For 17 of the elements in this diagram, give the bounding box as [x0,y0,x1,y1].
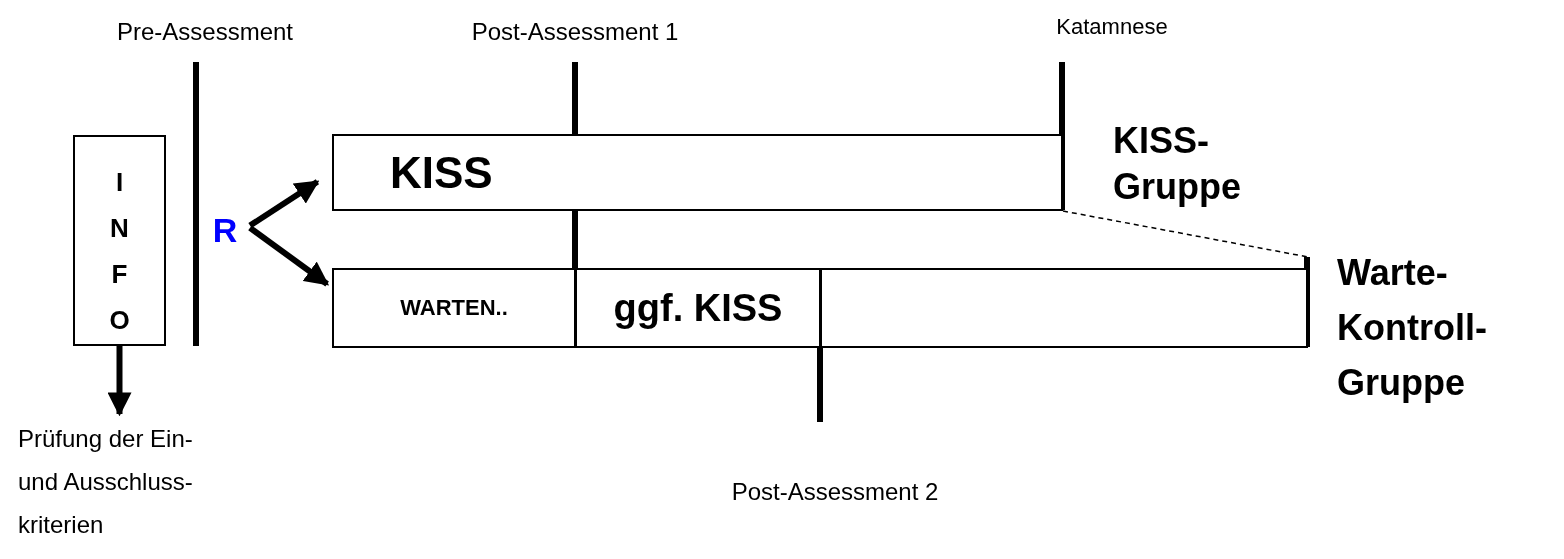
group-label: Warte- Kontroll- Gruppe [1337,251,1488,405]
randomization-label: R [200,208,250,252]
timepoint-label: Post-Assessment 2 [731,478,939,506]
timepoint-label: Pre-Assessment [116,18,294,46]
phase-box: WARTEN.. [332,268,576,348]
timepoint-label: Post-Assessment 1 [471,18,679,46]
dashed-connector [1062,210,1309,258]
arrow [248,225,330,287]
phase-box [820,268,1308,348]
group-label: KISS- Gruppe [1113,119,1242,209]
group-bar: KISS [332,134,1063,211]
info-box: I N F O [73,135,166,346]
arrow [248,179,320,229]
timepoint-label: Katamnese [1056,14,1168,40]
arrow [107,346,132,417]
phase-box: ggf. KISS [575,268,821,348]
criteria-note: Prüfung der Ein- und Ausschluss- kriterien [18,414,308,548]
